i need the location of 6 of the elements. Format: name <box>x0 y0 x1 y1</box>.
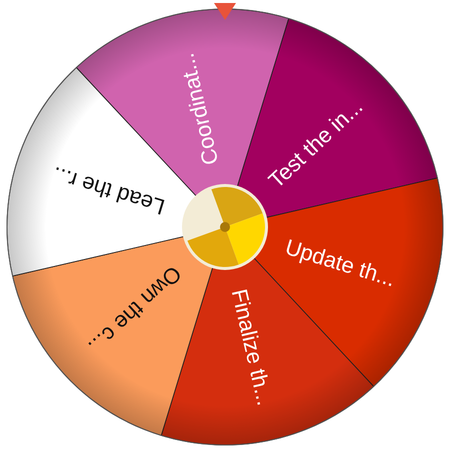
segment-label: Coordinat... <box>173 50 224 168</box>
segment-label: Test the in... <box>264 94 368 193</box>
segment-label: Own the c... <box>83 261 186 360</box>
segment-label: Update th... <box>282 234 398 292</box>
segment-label: Lead the r... <box>49 162 168 220</box>
segment-label: Finalize th... <box>226 286 278 408</box>
